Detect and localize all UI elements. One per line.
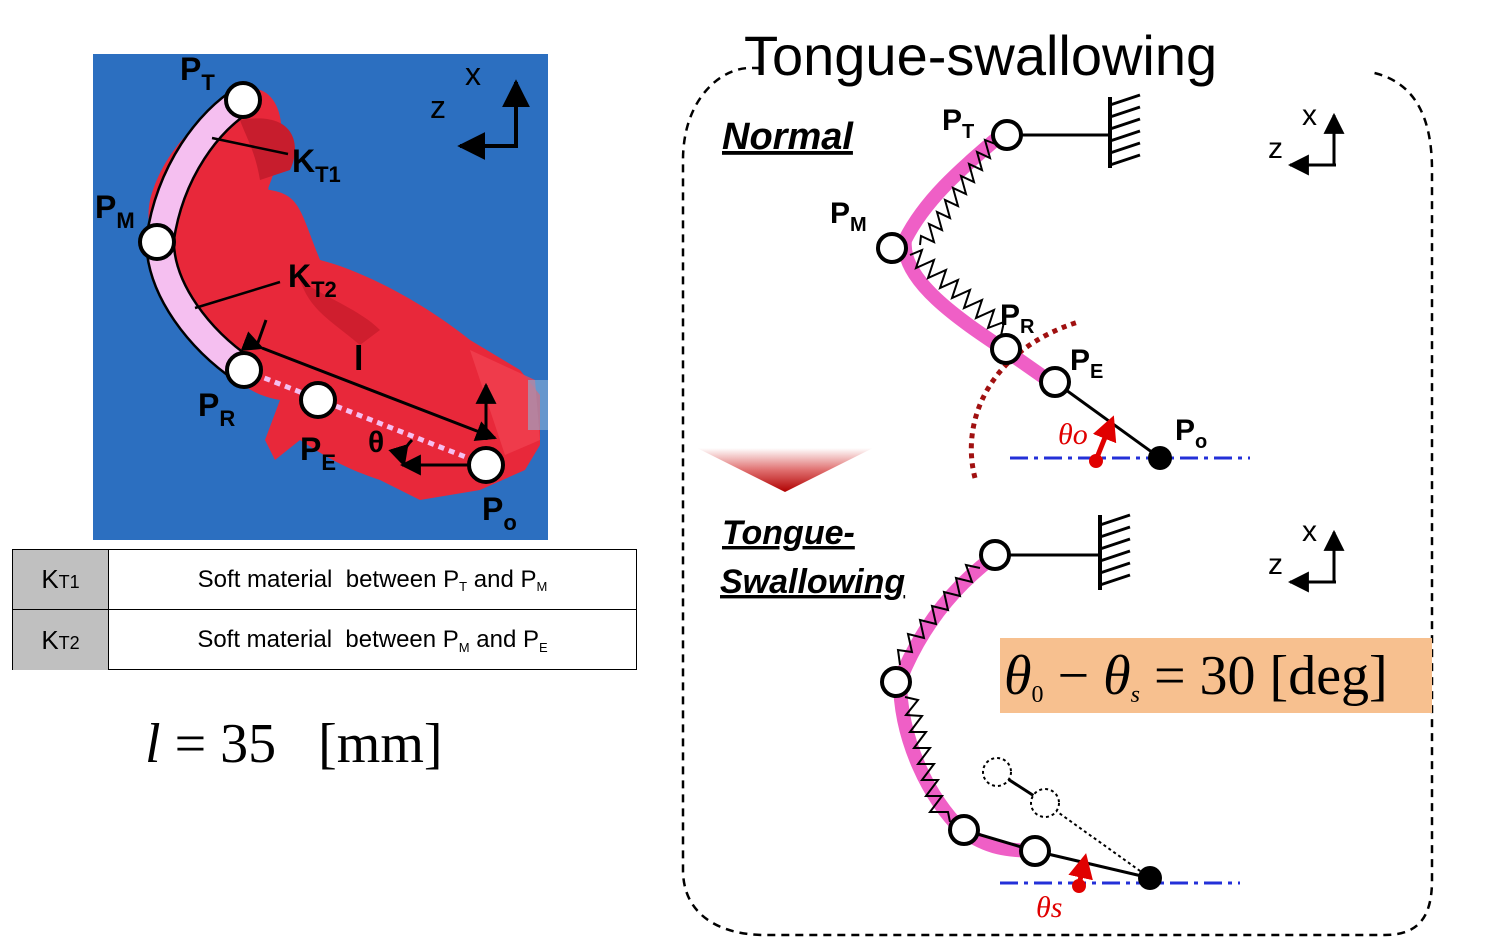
normal-label-pr: PR — [1000, 299, 1035, 338]
swallow-theta-dot — [1072, 879, 1086, 893]
normal-joint-pm — [876, 232, 908, 264]
normal-theta-arrow — [1092, 415, 1117, 461]
joint-pe — [299, 381, 337, 419]
normal-joint-pt — [991, 119, 1023, 151]
joint-pt — [224, 81, 262, 119]
normal-mechanism — [876, 93, 1250, 479]
swallow-mechanism — [880, 513, 1240, 893]
label-pt: PT — [180, 51, 215, 95]
length-arrow — [240, 331, 497, 441]
photo-panel: x z PT KT1 PM KT2 l PR PE θ Po — [93, 51, 548, 540]
swallow-joint-pe — [1019, 835, 1051, 867]
normal-axis-z-label: z — [1268, 132, 1283, 165]
joint-pr — [225, 351, 263, 389]
right-panel: Tongue-swallowing Normal — [681, 24, 1434, 937]
label-kt2: KT2 — [288, 258, 337, 302]
normal-label-po: Po — [1175, 414, 1207, 453]
swallow-joint-po — [1138, 866, 1162, 890]
normal-theta-dot — [1089, 454, 1103, 468]
panel-title: Tongue-swallowing — [744, 24, 1217, 87]
length-equation: l = 35 [mm] — [145, 713, 443, 775]
theta-arc — [388, 438, 414, 468]
label-l: l — [354, 340, 363, 378]
swallow-joint-pm — [880, 666, 912, 698]
ghost-joint-pr — [982, 757, 1012, 787]
ghost-joint-pe — [1030, 788, 1060, 818]
swallow-axis-x-label: x — [1302, 515, 1317, 548]
label-pe: PE — [300, 431, 336, 475]
length-tick — [254, 319, 268, 349]
swallow-spring-2 — [904, 696, 951, 823]
normal-label-pe: PE — [1070, 344, 1103, 383]
label-pm: PM — [95, 189, 135, 233]
normal-label-pm: PM — [830, 197, 867, 236]
swallow-theta-label: θs — [1036, 891, 1062, 924]
kt1-leader — [211, 136, 289, 156]
label-kt1: KT1 — [292, 143, 341, 187]
label-pr: PR — [198, 387, 235, 431]
swallow-axis-z-label: z — [1268, 548, 1283, 581]
photo-axis-x-label: x — [465, 56, 481, 92]
normal-joint-po — [1148, 446, 1172, 470]
swallow-heading-line2: Swallowing — [720, 563, 905, 601]
swallow-ground-hatch — [1099, 513, 1131, 587]
transition-triangle — [697, 448, 873, 492]
swallow-spring-1 — [896, 563, 981, 666]
normal-theta-label: θo — [1058, 418, 1088, 451]
normal-spring-1 — [919, 138, 999, 246]
normal-spring-2 — [909, 248, 1006, 341]
normal-label-pt: PT — [942, 104, 974, 143]
normal-joint-pr — [990, 333, 1022, 365]
normal-joint-pe — [1039, 366, 1071, 398]
normal-ground-hatch — [1109, 93, 1141, 167]
swallow-link-pe-po — [1034, 849, 1151, 880]
joint-po — [467, 446, 505, 484]
kt2-leader — [194, 280, 281, 310]
joint-pm — [138, 223, 176, 261]
swallow-joint-pr — [948, 814, 980, 846]
swallow-heading-line1: Tongue- — [722, 514, 855, 552]
normal-axis-x-label: x — [1302, 99, 1317, 132]
normal-arc — [968, 319, 1079, 479]
label-theta: θ — [368, 426, 384, 459]
photo-axis-z-label: z — [430, 89, 446, 125]
label-po: Po — [482, 491, 517, 535]
normal-heading: Normal — [722, 116, 854, 158]
swallow-joint-pt — [979, 539, 1011, 571]
